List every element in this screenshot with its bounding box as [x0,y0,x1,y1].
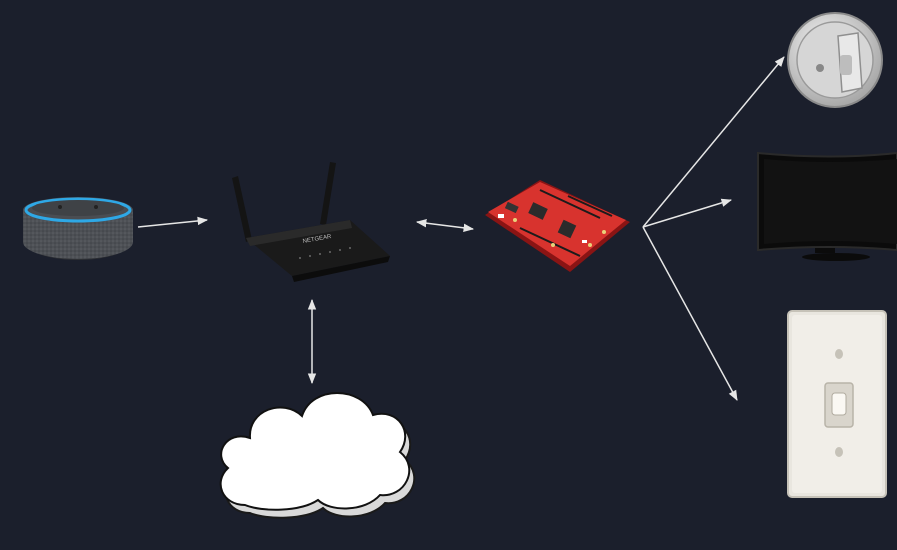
cloud-icon [219,392,416,519]
connections [137,56,785,401]
arrow-router-board [415,219,475,232]
arrow-board-to-lock [642,56,785,228]
arrow-board-to-tv [642,198,733,228]
smart-speaker-icon [23,197,133,260]
router-brand-label: NETGEAR [302,234,332,245]
deadbolt-lock-icon [787,12,883,108]
wifi-router-icon: NETGEAR [232,162,390,282]
arrow-speaker-to-router [137,216,209,228]
tv-icon [757,151,897,261]
arrow-board-to-switch [642,226,738,401]
dev-board-icon [485,180,630,272]
light-switch-icon [787,310,887,498]
